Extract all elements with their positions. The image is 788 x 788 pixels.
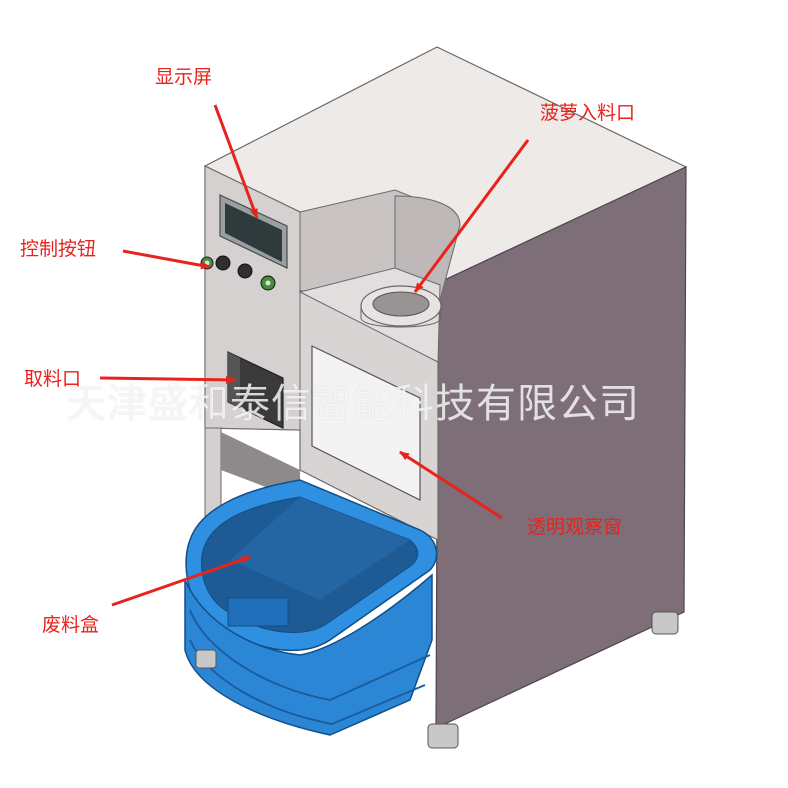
frame-cavity (221, 432, 300, 500)
machine-side-panel (435, 166, 687, 729)
knob-2 (215, 255, 231, 271)
label-waste-box: 废料盒 (42, 614, 100, 636)
arrow-pineapple-inlet (413, 139, 530, 293)
arrow-display-screen (213, 104, 259, 219)
label-control-buttons: 控制按钮 (20, 238, 97, 260)
label-pickup-outlet: 取料口 (24, 368, 82, 390)
display-screen (225, 203, 282, 262)
inlet-ring-inner (372, 291, 430, 317)
observation-window (311, 345, 421, 501)
knob-3 (237, 263, 253, 279)
label-display-screen: 显示屏 (155, 66, 213, 88)
label-pineapple-inlet: 菠萝入料口 (540, 102, 636, 124)
arrow-waste-box (111, 555, 251, 607)
label-observation-window: 透明观察窗 (527, 516, 623, 538)
arrow-pickup-outlet (99, 375, 236, 384)
arrow-observation-window (399, 450, 503, 520)
casters (195, 611, 679, 749)
waste-bin (184, 479, 438, 736)
arrow-control-buttons (122, 249, 211, 270)
company-watermark: 天津盛和泰信智能科技有限公司 (66, 381, 640, 427)
